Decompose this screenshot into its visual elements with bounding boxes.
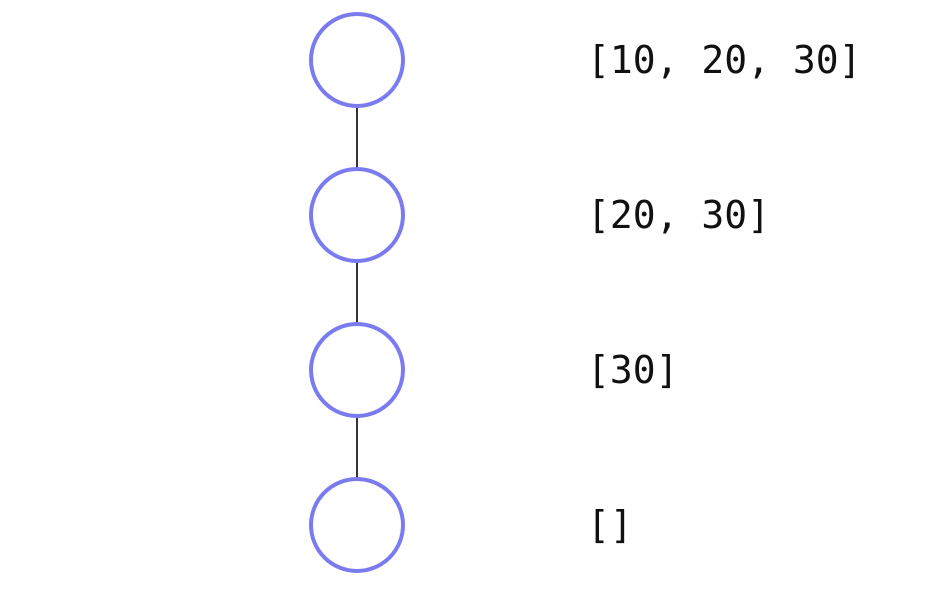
node-label-2: [30] [587,348,679,392]
node-2 [309,322,405,418]
node-label-3: [] [587,503,633,547]
node-3 [309,477,405,573]
node-1 [309,167,405,263]
node-label-1: [20, 30] [587,193,770,237]
node-label-0: [10, 20, 30] [587,38,862,82]
labels-layer: [10, 20, 30] [20, 30] [30] [] [587,38,862,547]
node-0 [309,12,405,108]
nodes-layer [309,12,405,573]
